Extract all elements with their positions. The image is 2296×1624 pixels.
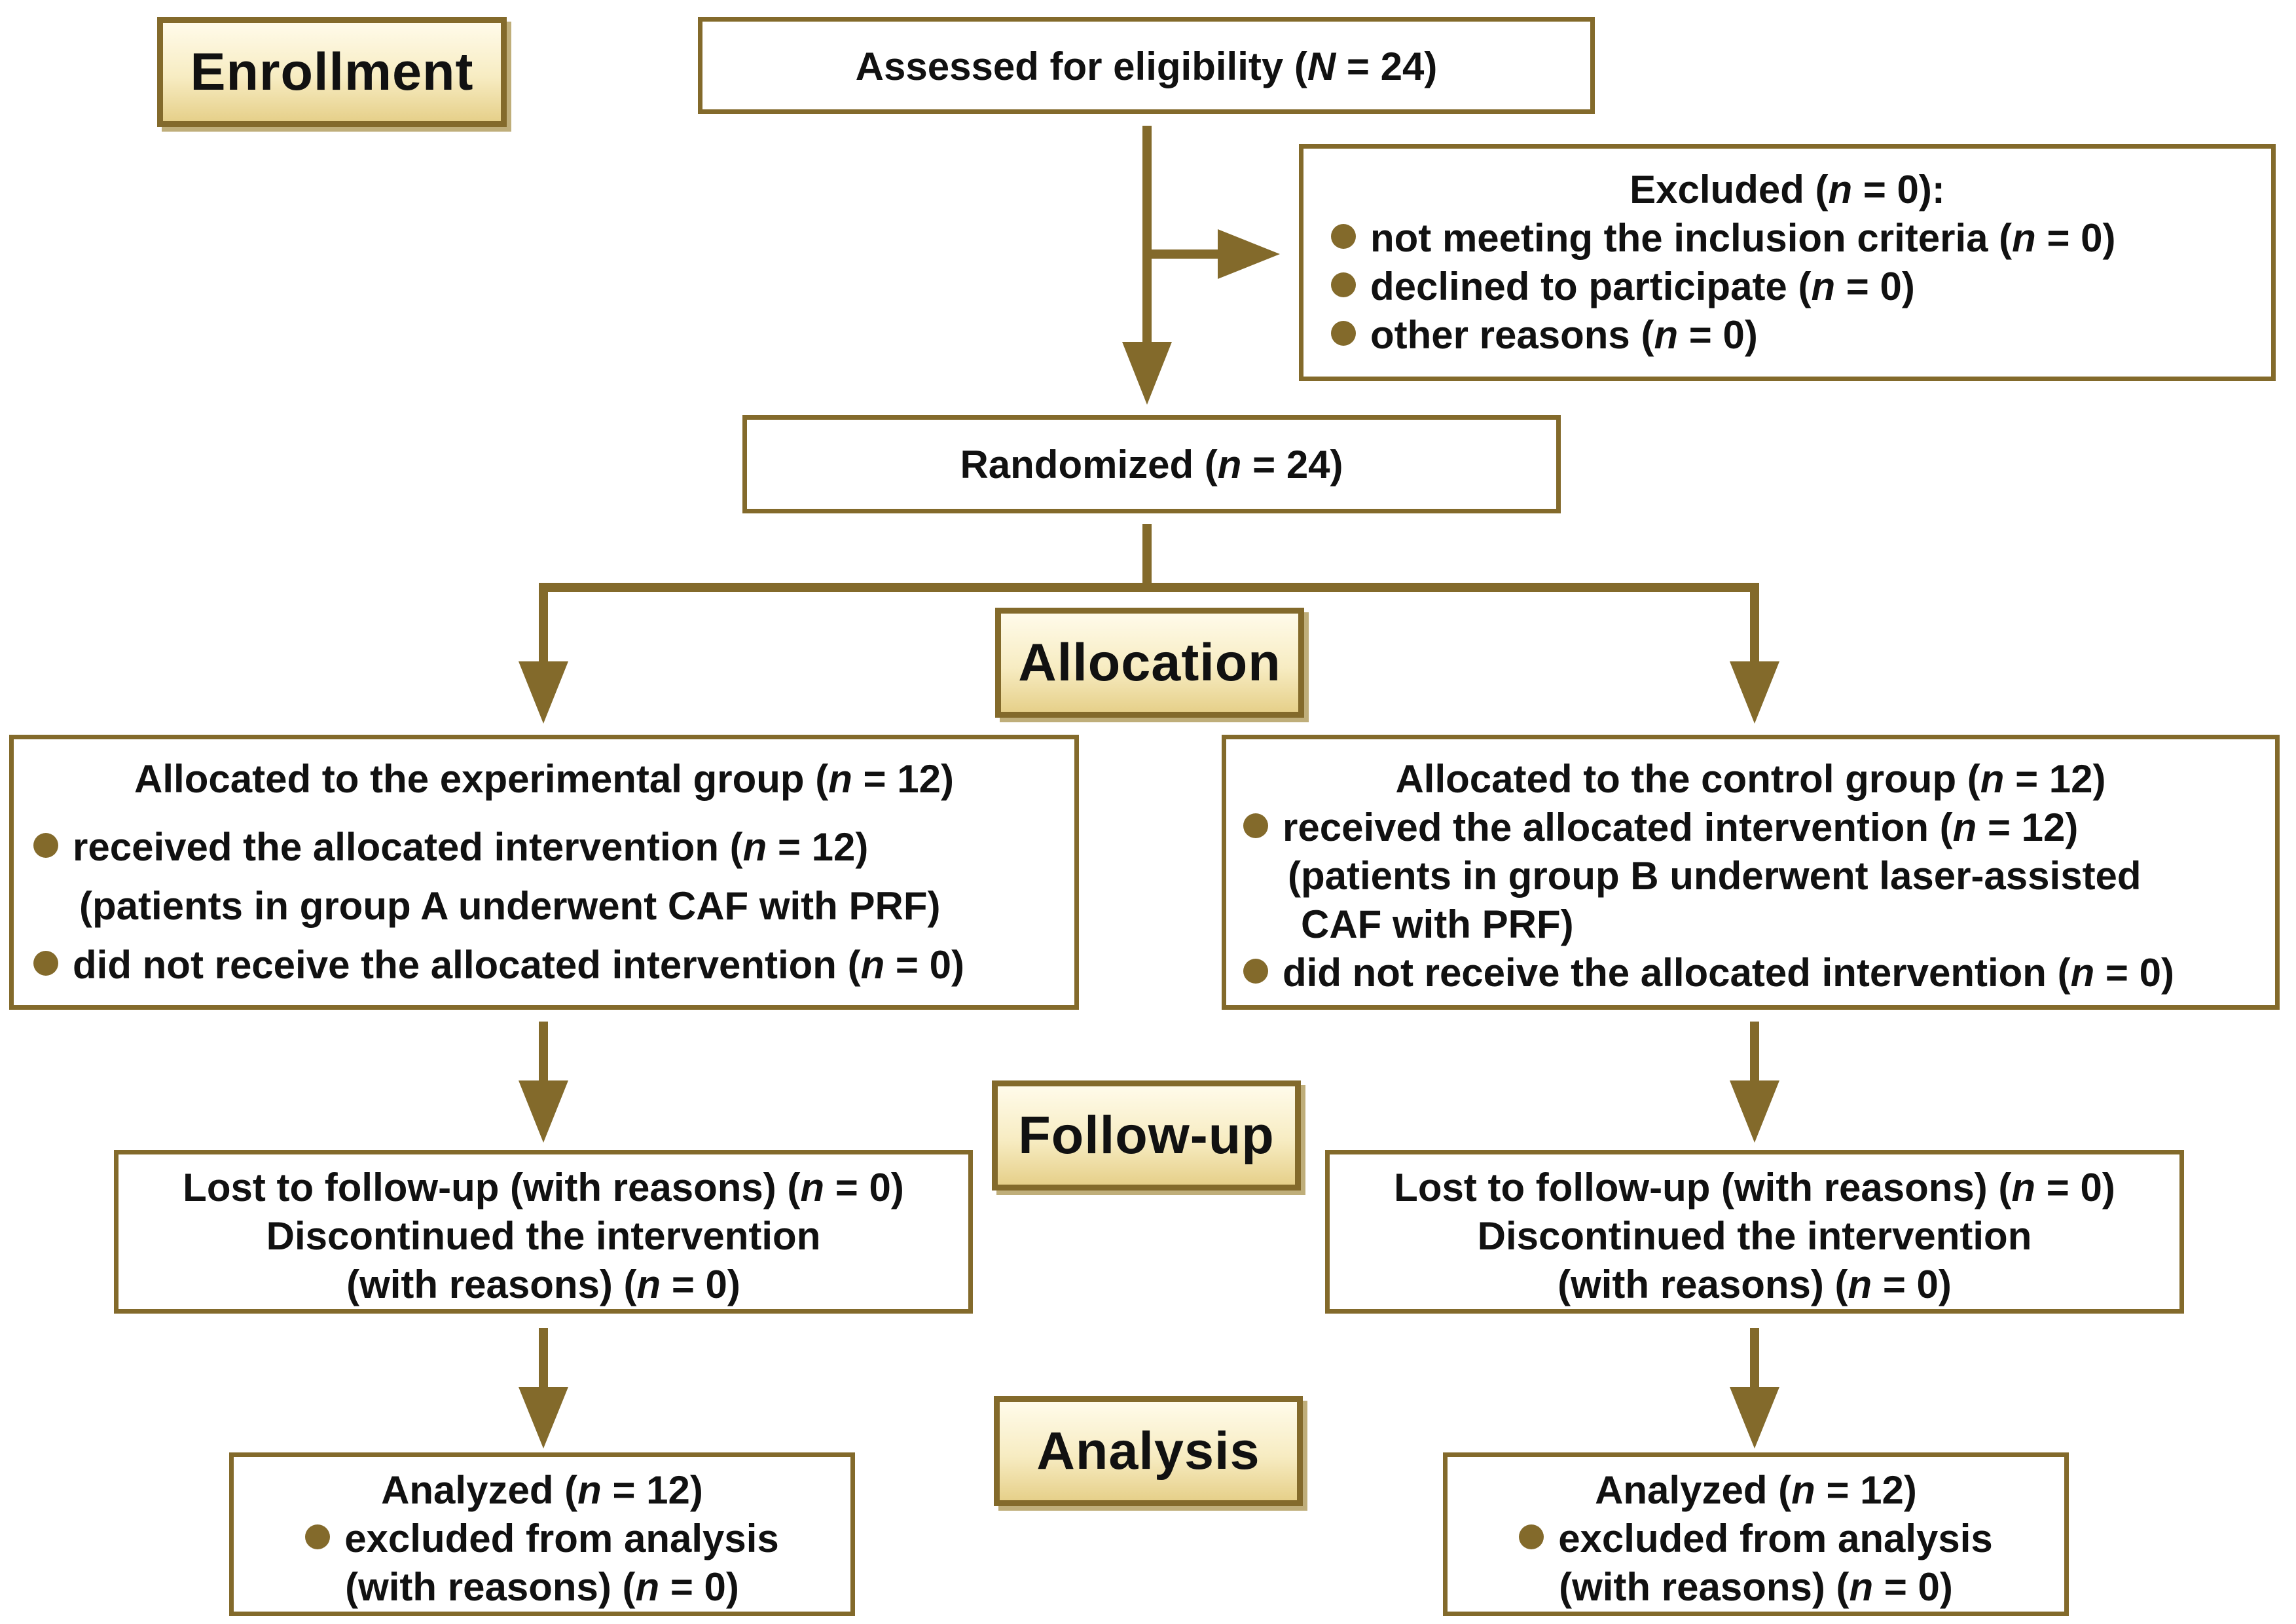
experimental-group-box: Allocated to the experimental group (n =… bbox=[9, 735, 1079, 1010]
experimental-detail: (patients in group A underwent CAF with … bbox=[79, 884, 941, 928]
followup-discontinued: Discontinued the intervention bbox=[1477, 1214, 2032, 1258]
experimental-title: Allocated to the experimental group (n =… bbox=[134, 757, 954, 801]
followup-reasons: (with reasons) (n = 0) bbox=[1558, 1263, 1952, 1306]
excluded-item: declined to participate (n = 0) bbox=[1303, 263, 2271, 311]
arrow-head-icon bbox=[519, 661, 568, 724]
analysis-reasons: (with reasons) (n = 0) bbox=[345, 1565, 739, 1609]
analysis-excluded: excluded from analysis bbox=[1448, 1515, 2064, 1563]
control-group-box: Allocated to the control group (n = 12) … bbox=[1222, 735, 2280, 1010]
bullet-icon bbox=[1519, 1524, 1544, 1550]
stage-label-text: Allocation bbox=[1018, 633, 1281, 692]
experimental-not-received: did not receive the allocated interventi… bbox=[14, 941, 1074, 989]
analysis-left-box: Analyzed (n = 12) excluded from analysis… bbox=[229, 1452, 855, 1616]
stage-label-followup: Follow-up bbox=[992, 1080, 1301, 1190]
excluded-item: other reasons (n = 0) bbox=[1303, 311, 2271, 360]
experimental-received: received the allocated intervention (n =… bbox=[14, 823, 1074, 872]
arrow-head-icon bbox=[1730, 1387, 1779, 1449]
excluded-title: Excluded (n = 0): bbox=[1630, 168, 1945, 212]
bullet-icon bbox=[33, 833, 58, 858]
bullet-icon bbox=[1331, 321, 1356, 346]
analysis-analyzed: Analyzed (n = 12) bbox=[1595, 1468, 1917, 1512]
bullet-icon bbox=[1243, 813, 1268, 839]
followup-right-box: Lost to follow-up (with reasons) (n = 0)… bbox=[1325, 1150, 2184, 1314]
stage-label-text: Analysis bbox=[1036, 1421, 1260, 1481]
followup-discontinued: Discontinued the intervention bbox=[266, 1214, 821, 1258]
followup-lost: Lost to follow-up (with reasons) (n = 0) bbox=[183, 1166, 904, 1209]
stage-label-allocation: Allocation bbox=[995, 608, 1304, 718]
stage-label-text: Follow-up bbox=[1018, 1105, 1275, 1165]
stage-label-enrollment: Enrollment bbox=[157, 17, 507, 127]
control-detail: (patients in group B underwent laser-ass… bbox=[1288, 854, 2141, 898]
arrow-head-icon bbox=[1730, 661, 1779, 724]
stage-label-analysis: Analysis bbox=[994, 1396, 1303, 1506]
bullet-icon bbox=[1331, 272, 1356, 298]
control-not-received: did not receive the allocated interventi… bbox=[1226, 949, 2275, 997]
assessed-box: Assessed for eligibility (N = 24) bbox=[698, 17, 1595, 114]
bullet-icon bbox=[305, 1524, 331, 1550]
arrow-head-icon bbox=[1730, 1080, 1779, 1143]
analysis-analyzed: Analyzed (n = 12) bbox=[381, 1468, 703, 1512]
randomized-box: Randomized (n = 24) bbox=[742, 415, 1561, 513]
bullet-icon bbox=[1331, 224, 1356, 249]
analysis-reasons: (with reasons) (n = 0) bbox=[1559, 1565, 1953, 1609]
assessed-text: Assessed for eligibility (N = 24) bbox=[855, 45, 1438, 88]
excluded-item: not meeting the inclusion criteria (n = … bbox=[1303, 214, 2271, 263]
stage-label-text: Enrollment bbox=[190, 42, 474, 101]
arrow-head-icon bbox=[1218, 229, 1280, 279]
followup-lost: Lost to follow-up (with reasons) (n = 0) bbox=[1394, 1166, 2115, 1209]
randomized-text: Randomized (n = 24) bbox=[960, 443, 1343, 487]
analysis-right-box: Analyzed (n = 12) excluded from analysis… bbox=[1443, 1452, 2069, 1616]
excluded-box: Excluded (n = 0): not meeting the inclus… bbox=[1299, 144, 2276, 381]
control-title: Allocated to the control group (n = 12) bbox=[1395, 757, 2106, 801]
bullet-icon bbox=[33, 951, 58, 976]
followup-reasons: (with reasons) (n = 0) bbox=[346, 1263, 740, 1306]
control-received: received the allocated intervention (n =… bbox=[1226, 803, 2275, 852]
arrow-head-icon bbox=[1122, 342, 1172, 405]
arrow-head-icon bbox=[519, 1080, 568, 1143]
arrow-head-icon bbox=[519, 1387, 568, 1449]
control-detail: CAF with PRF) bbox=[1301, 902, 1574, 946]
analysis-excluded: excluded from analysis bbox=[234, 1515, 850, 1563]
bullet-icon bbox=[1243, 959, 1268, 984]
followup-left-box: Lost to follow-up (with reasons) (n = 0)… bbox=[114, 1150, 973, 1314]
